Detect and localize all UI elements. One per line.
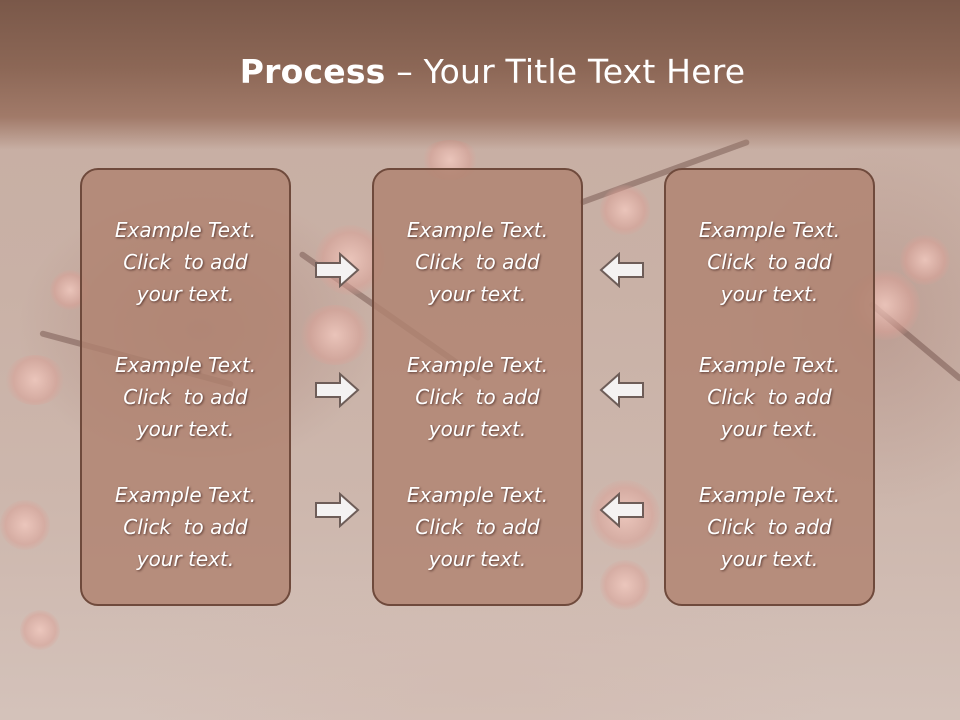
text-placeholder[interactable]: Example Text. Click to add your text. bbox=[114, 483, 257, 571]
text-placeholder[interactable]: Example Text. Click to add your text. bbox=[698, 353, 841, 441]
slide-title[interactable]: Process – Your Title Text Here bbox=[0, 52, 960, 91]
right-arrow-icon bbox=[315, 372, 360, 408]
title-bold: Process bbox=[239, 52, 386, 91]
right-arrow-icon bbox=[315, 492, 360, 528]
process-box-right[interactable]: Example Text. Click to add your text. Ex… bbox=[664, 168, 875, 606]
text-placeholder[interactable]: Example Text. Click to add your text. bbox=[406, 353, 549, 441]
process-box-center[interactable]: Example Text. Click to add your text. Ex… bbox=[372, 168, 583, 606]
text-placeholder[interactable]: Example Text. Click to add your text. bbox=[406, 483, 549, 571]
left-arrow-icon bbox=[599, 252, 644, 288]
text-placeholder[interactable]: Example Text. Click to add your text. bbox=[698, 218, 841, 306]
title-bar: Process – Your Title Text Here bbox=[0, 0, 960, 150]
right-arrow-icon bbox=[315, 252, 360, 288]
left-arrow-icon bbox=[599, 492, 644, 528]
text-placeholder[interactable]: Example Text. Click to add your text. bbox=[406, 218, 549, 306]
text-placeholder[interactable]: Example Text. Click to add your text. bbox=[114, 218, 257, 306]
left-arrow-icon bbox=[599, 372, 644, 408]
process-box-left[interactable]: Example Text. Click to add your text. Ex… bbox=[80, 168, 291, 606]
text-placeholder[interactable]: Example Text. Click to add your text. bbox=[698, 483, 841, 571]
title-rest: – Your Title Text Here bbox=[385, 52, 746, 91]
text-placeholder[interactable]: Example Text. Click to add your text. bbox=[114, 353, 257, 441]
